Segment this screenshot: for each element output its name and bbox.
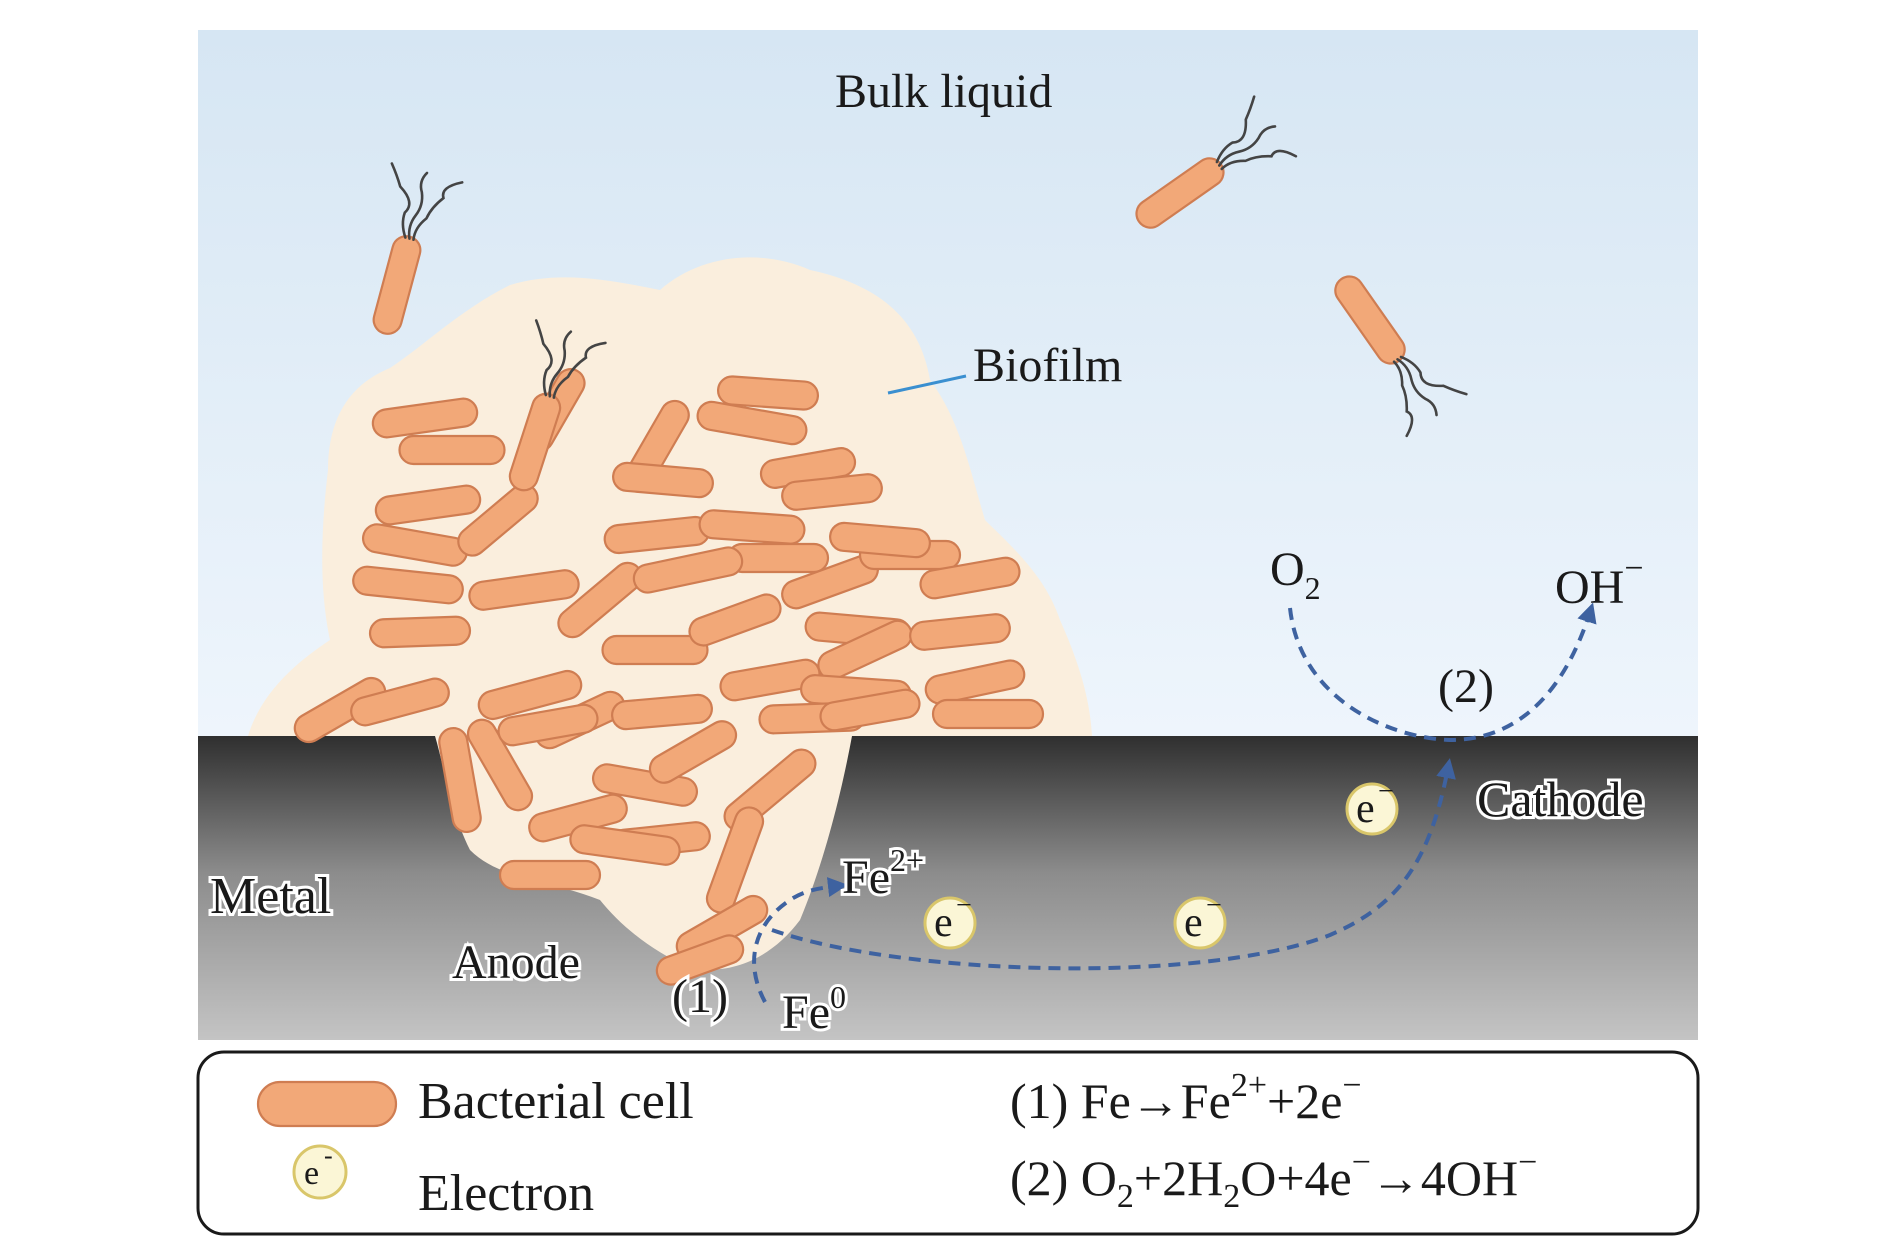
bacterial-cell bbox=[909, 613, 1011, 651]
bacterial-cell bbox=[688, 593, 782, 647]
planktonic-bacterial-cell bbox=[1135, 95, 1298, 229]
biofilm-label: Biofilm bbox=[973, 339, 1122, 392]
svg-text:−: − bbox=[956, 890, 972, 921]
bacterial-cell bbox=[648, 720, 738, 784]
svg-text:e: e bbox=[304, 1155, 319, 1192]
biofilm-cells bbox=[293, 368, 1045, 986]
bacterial-cell bbox=[374, 484, 482, 526]
bacterial-cell bbox=[716, 375, 820, 411]
planktonic-cells bbox=[372, 95, 1468, 492]
planktonic-bacterial-cell bbox=[1334, 275, 1468, 438]
bacterial-cell bbox=[705, 806, 765, 914]
planktonic-bacterial-cell bbox=[508, 319, 607, 492]
flagella bbox=[1215, 95, 1298, 171]
bacterial-cell bbox=[477, 669, 583, 721]
oh-minus-label: OH− bbox=[1555, 550, 1644, 614]
bacterial-cell bbox=[781, 473, 883, 511]
fe-oxidation-arrow bbox=[752, 877, 848, 1003]
svg-text:e: e bbox=[1356, 786, 1375, 832]
bulk-liquid-label: Bulk liquid bbox=[835, 65, 1052, 118]
bacterial-cell bbox=[611, 693, 713, 731]
flagella bbox=[390, 162, 464, 242]
bacterial-cell bbox=[438, 726, 482, 834]
planktonic-bacterial-cell bbox=[372, 162, 464, 335]
bacterial-cell bbox=[931, 698, 1045, 730]
electron-bubble: e − bbox=[1345, 776, 1399, 836]
svg-text:e: e bbox=[934, 900, 953, 946]
electron-bubble: e − bbox=[1173, 890, 1227, 950]
bacterial-cell bbox=[368, 615, 472, 649]
bacterial-cell bbox=[655, 934, 745, 986]
metal-region bbox=[198, 736, 1698, 1040]
metal-label: Metal bbox=[210, 868, 331, 925]
bacterial-cell bbox=[350, 677, 450, 727]
legend-electron-swatch: e - bbox=[292, 1141, 348, 1200]
bacterial-cell bbox=[398, 434, 506, 466]
svg-text:−: − bbox=[1378, 776, 1394, 807]
legend-bacterial-cell-label: Bacterial cell bbox=[418, 1073, 694, 1130]
bacterial-cell bbox=[497, 703, 599, 747]
svg-text:-: - bbox=[324, 1141, 333, 1170]
bacterial-cell bbox=[457, 483, 539, 557]
bacterial-cell bbox=[591, 763, 699, 807]
bacterial-cell bbox=[829, 521, 931, 559]
fe2-plus-label: Fe2+ bbox=[842, 842, 924, 904]
bacterial-cell bbox=[498, 859, 602, 891]
svg-text:−: − bbox=[1206, 890, 1222, 921]
bacterial-cell bbox=[632, 546, 744, 594]
bacterial-cell bbox=[924, 659, 1026, 705]
anode-label: Anode bbox=[452, 936, 580, 989]
electron-flow-arrow bbox=[771, 758, 1456, 971]
cathode-label: Cathode bbox=[1477, 771, 1644, 827]
bacterial-cell bbox=[719, 658, 821, 702]
bacterial-cell bbox=[468, 569, 580, 611]
flagella bbox=[534, 319, 607, 399]
bacterial-cell bbox=[698, 509, 806, 545]
bacterial-cell bbox=[371, 397, 479, 439]
legend-box bbox=[196, 1050, 1700, 1236]
bacterial-cell bbox=[352, 565, 464, 605]
bacterial-cell bbox=[819, 688, 921, 732]
bacterial-cell bbox=[569, 824, 681, 866]
bacterial-cell bbox=[726, 542, 830, 574]
o2-label: O2 bbox=[1270, 543, 1321, 606]
biofilm-pointer-line bbox=[887, 374, 967, 395]
legend-equation-2: (2) O2+2H2O+4e−→4OH− bbox=[1010, 1144, 1537, 1215]
svg-text:e: e bbox=[1184, 900, 1203, 946]
electron-bubble: e − bbox=[923, 890, 977, 950]
step-2-label: (2) bbox=[1438, 660, 1494, 713]
legend-electron-label: Electron bbox=[418, 1165, 594, 1222]
step-1-label: (1) bbox=[672, 970, 728, 1023]
legend-equation-1: (1) Fe→Fe2++2e− bbox=[1010, 1067, 1362, 1129]
bacterial-cell bbox=[919, 556, 1021, 600]
bacterial-cell bbox=[612, 461, 714, 499]
fe0-label: Fe0 bbox=[782, 979, 846, 1039]
bacterial-cell bbox=[601, 634, 709, 666]
oxygen-reduction-arrow bbox=[1288, 602, 1597, 743]
legend-cell-swatch bbox=[256, 1080, 398, 1128]
flagella bbox=[1392, 355, 1468, 438]
bacterial-cell bbox=[696, 400, 808, 446]
